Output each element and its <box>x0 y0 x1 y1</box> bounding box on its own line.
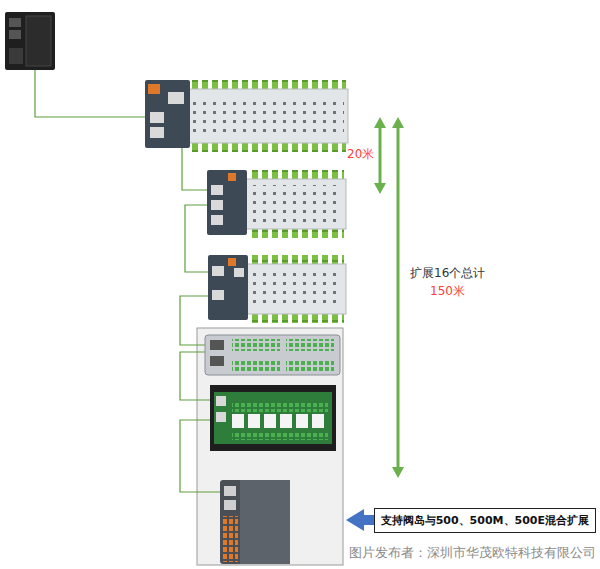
callout-text: 支持阀岛与500、500M、500E混合扩展 <box>381 513 589 528</box>
dimension-arrow <box>374 117 386 194</box>
io-module-panel <box>197 328 343 565</box>
watermark: 图片发布者：深圳市华茂欧特科技有限公司 <box>349 545 596 561</box>
callout-box: 支持阀岛与500、500M、500E混合扩展 <box>374 508 596 533</box>
plc-controller <box>5 12 55 70</box>
valve-island <box>207 170 346 238</box>
valve-island <box>208 255 346 323</box>
dimension-arrow <box>392 117 404 478</box>
io-module <box>205 335 340 375</box>
dimension-label: 20米 <box>347 147 374 161</box>
dimension-note: 扩展16个总计 <box>410 266 485 280</box>
valve-island <box>145 80 348 152</box>
dimension-label: 150米 <box>430 284 465 298</box>
io-module <box>220 480 290 564</box>
relay-module <box>210 385 336 451</box>
